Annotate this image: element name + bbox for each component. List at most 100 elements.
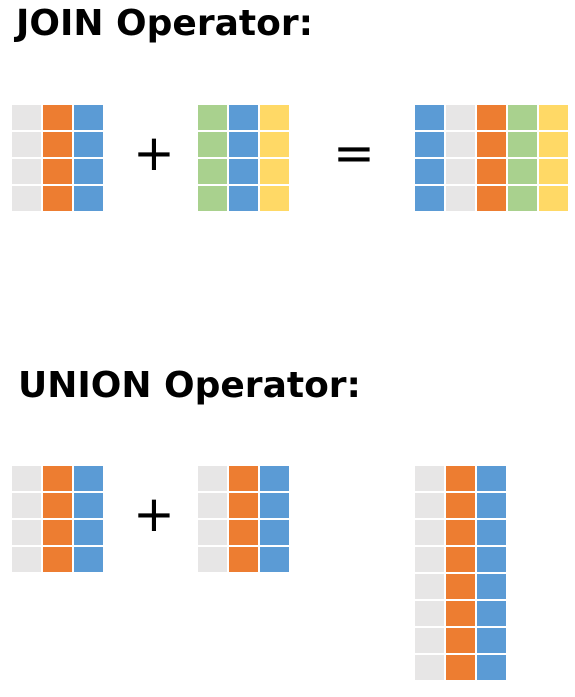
table-cell-blue bbox=[74, 105, 103, 130]
table-cell-orange bbox=[43, 132, 72, 157]
table-cell-orange bbox=[477, 105, 506, 130]
table-cell-gray bbox=[12, 493, 41, 518]
union-title: UNION Operator: bbox=[18, 365, 361, 406]
table-cell-orange bbox=[43, 466, 72, 491]
table-cell-orange bbox=[446, 520, 475, 545]
table-cell-gray bbox=[12, 105, 41, 130]
table-cell-gray bbox=[415, 628, 444, 653]
union-result-table bbox=[415, 466, 506, 680]
table-cell-orange bbox=[446, 574, 475, 599]
table-cell-yellow bbox=[260, 105, 289, 130]
table-cell-blue bbox=[229, 159, 258, 184]
table-cell-gray bbox=[12, 547, 41, 572]
table-cell-blue bbox=[74, 547, 103, 572]
table-cell-blue bbox=[415, 132, 444, 157]
table-cell-green bbox=[198, 159, 227, 184]
table-cell-blue bbox=[477, 547, 506, 572]
table-cell-green bbox=[508, 105, 537, 130]
table-cell-gray bbox=[446, 105, 475, 130]
table-cell-orange bbox=[43, 186, 72, 211]
join-plus-sign: + bbox=[133, 124, 175, 182]
table-cell-blue bbox=[477, 601, 506, 626]
table-cell-blue bbox=[477, 628, 506, 653]
table-cell-blue bbox=[260, 493, 289, 518]
table-cell-blue bbox=[477, 466, 506, 491]
table-cell-gray bbox=[12, 466, 41, 491]
table-cell-blue bbox=[74, 520, 103, 545]
table-cell-blue bbox=[229, 132, 258, 157]
table-cell-blue bbox=[74, 159, 103, 184]
table-cell-yellow bbox=[539, 159, 568, 184]
table-cell-blue bbox=[74, 132, 103, 157]
table-cell-gray bbox=[198, 547, 227, 572]
table-cell-gray bbox=[415, 520, 444, 545]
table-cell-orange bbox=[43, 159, 72, 184]
table-cell-blue bbox=[477, 520, 506, 545]
table-cell-orange bbox=[477, 132, 506, 157]
table-cell-orange bbox=[446, 547, 475, 572]
table-cell-green bbox=[508, 132, 537, 157]
table-cell-blue bbox=[260, 520, 289, 545]
table-cell-green bbox=[198, 186, 227, 211]
table-cell-orange bbox=[446, 628, 475, 653]
table-cell-gray bbox=[12, 520, 41, 545]
table-cell-orange bbox=[43, 493, 72, 518]
table-cell-blue bbox=[477, 493, 506, 518]
table-cell-green bbox=[508, 159, 537, 184]
table-cell-orange bbox=[229, 493, 258, 518]
join-equals-sign: = bbox=[333, 124, 375, 182]
table-cell-yellow bbox=[539, 132, 568, 157]
join-result-table bbox=[415, 105, 568, 211]
table-cell-blue bbox=[415, 105, 444, 130]
table-cell-orange bbox=[477, 159, 506, 184]
table-cell-gray bbox=[415, 574, 444, 599]
table-cell-gray bbox=[415, 493, 444, 518]
table-cell-gray bbox=[415, 547, 444, 572]
table-cell-green bbox=[198, 132, 227, 157]
table-cell-gray bbox=[446, 132, 475, 157]
table-cell-blue bbox=[260, 466, 289, 491]
join-title: JOIN Operator: bbox=[16, 3, 313, 44]
join-left-table bbox=[12, 105, 103, 211]
table-cell-gray bbox=[415, 655, 444, 680]
table-cell-blue bbox=[415, 186, 444, 211]
table-cell-blue bbox=[74, 466, 103, 491]
table-cell-orange bbox=[229, 547, 258, 572]
table-cell-orange bbox=[446, 655, 475, 680]
table-cell-blue bbox=[229, 105, 258, 130]
union-right-table bbox=[198, 466, 289, 572]
table-cell-blue bbox=[477, 574, 506, 599]
table-cell-orange bbox=[446, 466, 475, 491]
table-cell-orange bbox=[229, 466, 258, 491]
table-cell-blue bbox=[74, 186, 103, 211]
table-cell-yellow bbox=[539, 186, 568, 211]
table-cell-orange bbox=[446, 601, 475, 626]
join-right-table bbox=[198, 105, 289, 211]
table-cell-orange bbox=[229, 520, 258, 545]
table-cell-yellow bbox=[260, 132, 289, 157]
table-cell-orange bbox=[477, 186, 506, 211]
table-cell-gray bbox=[12, 186, 41, 211]
table-cell-gray bbox=[198, 520, 227, 545]
table-cell-blue bbox=[74, 493, 103, 518]
table-cell-gray bbox=[12, 132, 41, 157]
table-cell-orange bbox=[43, 105, 72, 130]
table-cell-gray bbox=[446, 186, 475, 211]
table-cell-gray bbox=[415, 466, 444, 491]
table-cell-yellow bbox=[260, 159, 289, 184]
table-cell-gray bbox=[198, 493, 227, 518]
table-cell-gray bbox=[198, 466, 227, 491]
table-cell-green bbox=[508, 186, 537, 211]
table-cell-yellow bbox=[539, 105, 568, 130]
table-cell-orange bbox=[446, 493, 475, 518]
table-cell-green bbox=[198, 105, 227, 130]
table-cell-blue bbox=[229, 186, 258, 211]
table-cell-orange bbox=[43, 547, 72, 572]
table-cell-orange bbox=[43, 520, 72, 545]
union-left-table bbox=[12, 466, 103, 572]
table-cell-blue bbox=[477, 655, 506, 680]
union-plus-sign: + bbox=[133, 485, 175, 543]
table-cell-yellow bbox=[260, 186, 289, 211]
table-cell-blue bbox=[415, 159, 444, 184]
table-cell-gray bbox=[446, 159, 475, 184]
